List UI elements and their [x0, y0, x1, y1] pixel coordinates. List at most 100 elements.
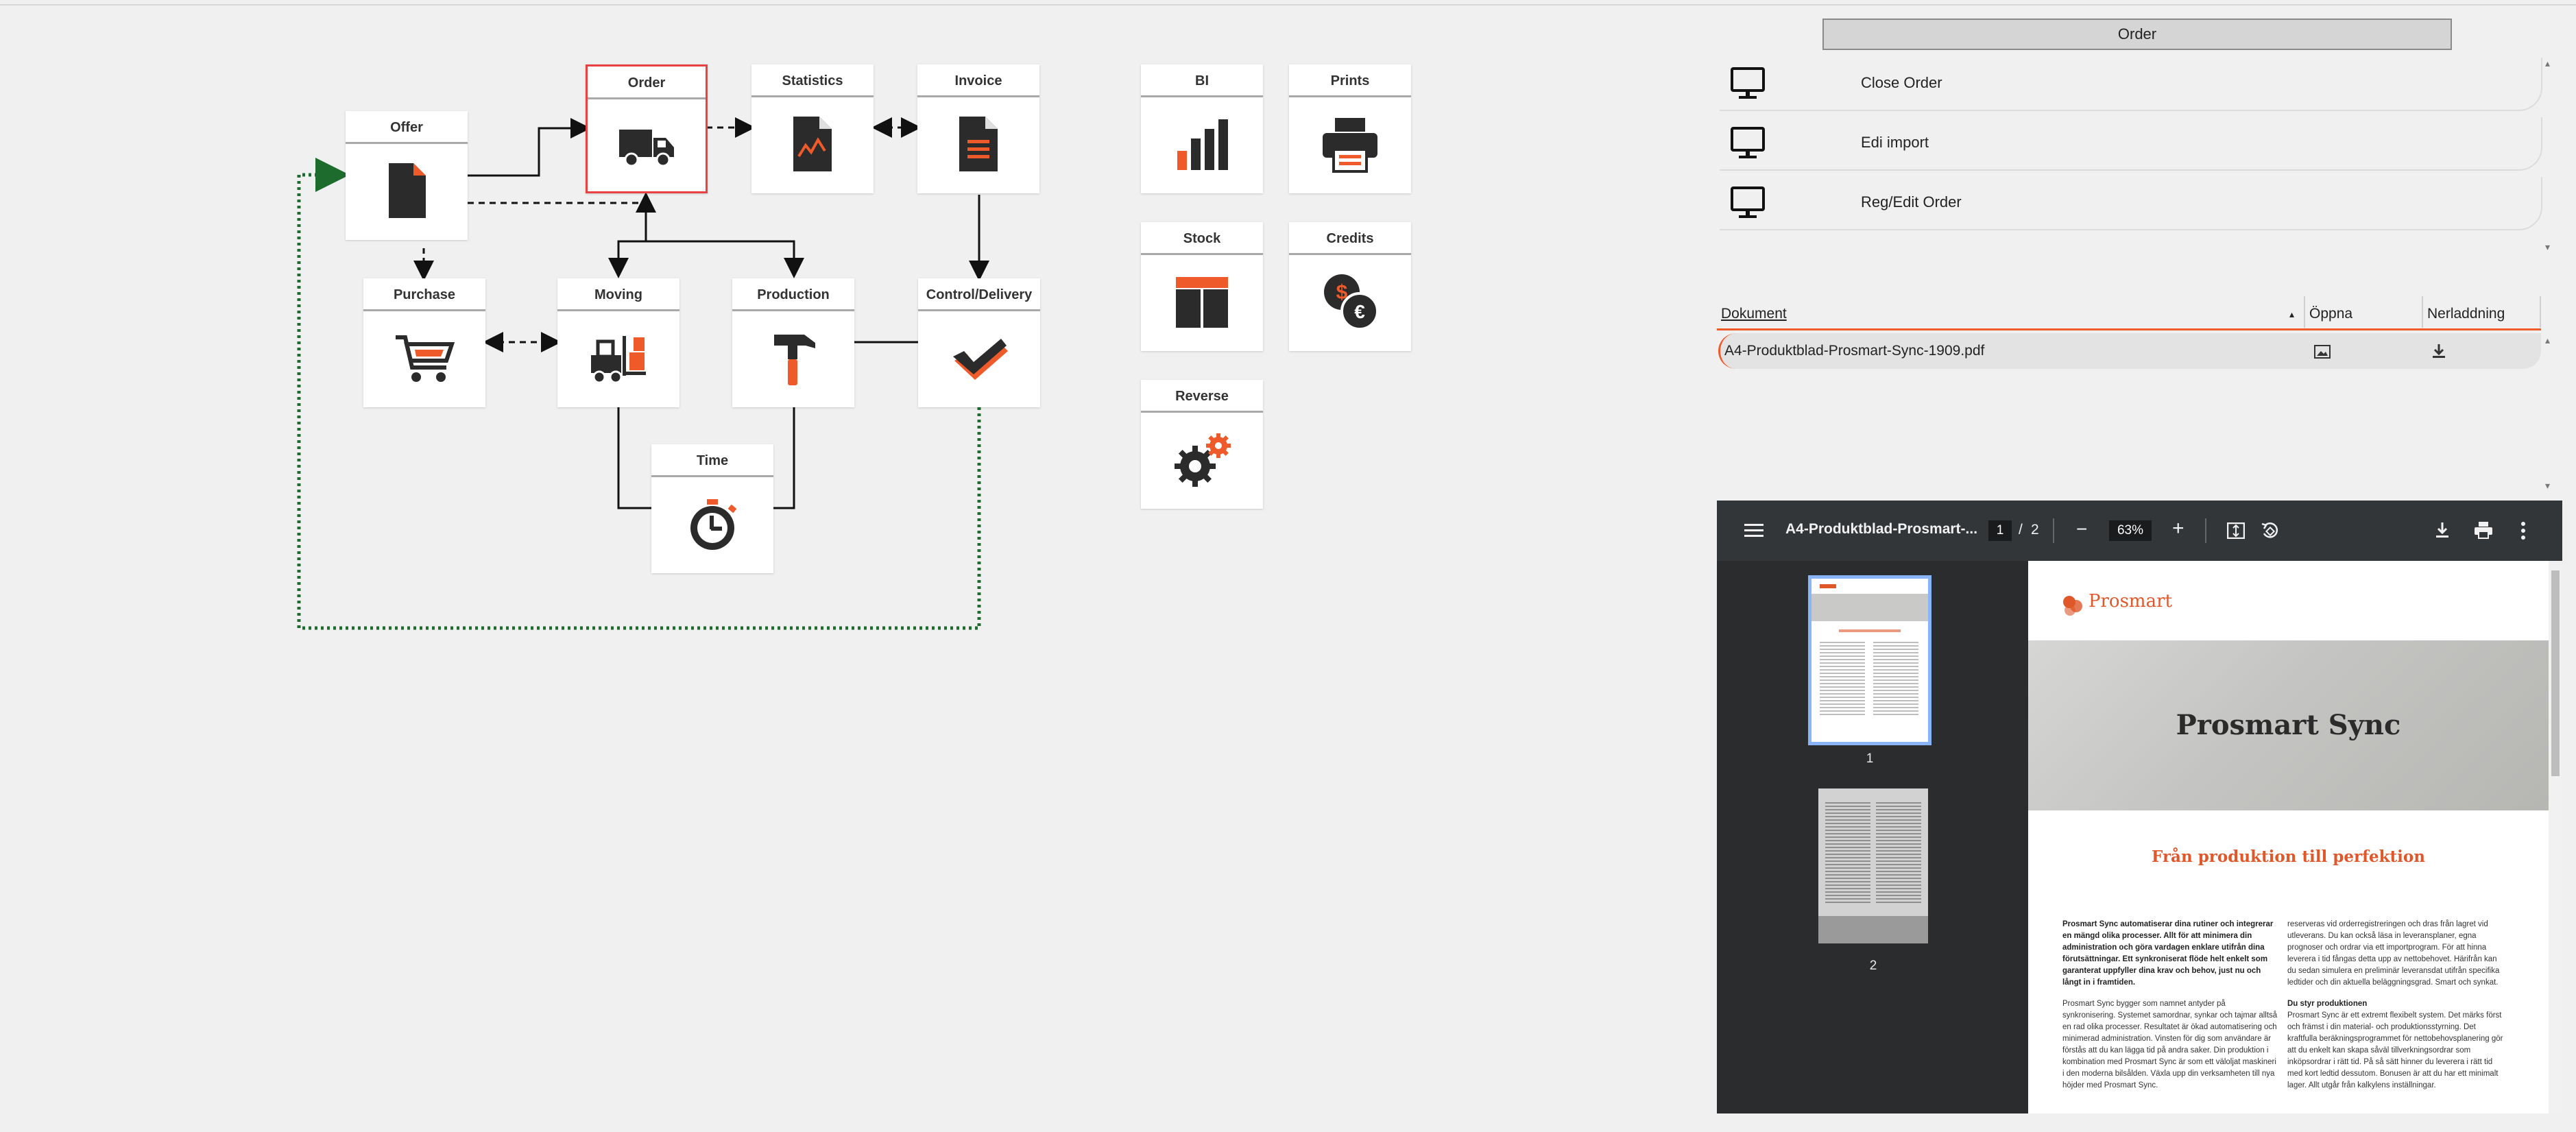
action-edi-import[interactable]: Edi import	[1720, 117, 2542, 171]
flow-connectors	[297, 117, 989, 630]
fit-page-icon[interactable]	[2227, 522, 2245, 539]
node-order-label: Order	[588, 67, 706, 99]
thumbnail-footer	[1818, 916, 1928, 943]
documents-scroll-down-icon[interactable]: ▾	[2545, 480, 2551, 491]
stock-box-icon	[1176, 277, 1228, 328]
pdf-doc-title: Prosmart Sync	[2176, 709, 2401, 741]
node-credits[interactable]: Credits $€	[1289, 222, 1411, 351]
node-time-label: Time	[651, 444, 773, 477]
pdf-left-column: Prosmart Sync automatiserar dina rutiner…	[2062, 919, 2279, 1101]
node-purchase[interactable]: Purchase	[363, 278, 485, 407]
download-icon[interactable]	[2434, 521, 2451, 539]
node-invoice-label: Invoice	[917, 64, 1039, 97]
column-dokument-label: Dokument	[1721, 306, 1787, 322]
document-icon	[389, 163, 426, 218]
node-moving[interactable]: Moving	[557, 278, 679, 407]
page-count: 2	[2031, 522, 2039, 538]
prosmart-logo-icon	[2063, 596, 2082, 616]
image-open-icon[interactable]	[2314, 344, 2331, 359]
forklift-icon	[591, 336, 646, 384]
pdf-scrollbar[interactable]	[2549, 561, 2562, 1113]
pdf-left-intro: Prosmart Sync automatiserar dina rutiner…	[2062, 920, 2274, 987]
process-flow-diagram: Offer Order Statistics Invoice Purchase …	[0, 0, 1440, 686]
monitor-icon	[1731, 67, 1765, 99]
thumbnail-text-col	[1876, 802, 1921, 905]
checkmark-icon	[953, 339, 1008, 380]
stopwatch-icon	[690, 499, 737, 550]
actions-scroll-down-icon[interactable]: ▾	[2545, 241, 2551, 252]
node-production[interactable]: Production	[732, 278, 854, 407]
invoice-icon	[959, 117, 998, 171]
zoom-input[interactable]: 63%	[2109, 520, 2152, 541]
node-reverse[interactable]: Reverse	[1141, 380, 1263, 509]
action-close-order[interactable]: Close Order	[1720, 58, 2542, 111]
thumbnail-subtitle	[1839, 629, 1901, 632]
thumbnail-hero	[1811, 594, 1928, 621]
pdf-viewer: A4-Produktblad-Prosmart-... 1 / 2 − 63% …	[1717, 501, 2562, 1113]
rotate-icon[interactable]	[2260, 521, 2279, 540]
currency-coins-icon: $€	[1324, 274, 1379, 330]
page-thumbnail-1[interactable]	[1808, 575, 1931, 745]
node-prints[interactable]: Prints	[1289, 64, 1411, 193]
node-offer-label: Offer	[346, 111, 468, 144]
pdf-doc-subtitle: Från produktion till perfektion	[2152, 847, 2425, 866]
node-prints-label: Prints	[1289, 64, 1411, 97]
zoom-out-icon[interactable]: −	[2076, 518, 2088, 540]
thumbnail-text-col	[1825, 802, 1870, 905]
node-moving-label: Moving	[557, 278, 679, 311]
node-order[interactable]: Order	[586, 64, 708, 193]
sort-asc-icon[interactable]: ▴	[2289, 309, 2294, 320]
thumbnail-logo	[1820, 584, 1836, 588]
column-dokument[interactable]: Dokument ▴	[1717, 296, 2305, 328]
page-number-input[interactable]: 1	[1988, 520, 2012, 541]
pdf-right-column: reserveras vid orderregistreringen och d…	[2287, 919, 2504, 1101]
toolbar-divider	[2205, 518, 2206, 543]
node-bi-label: BI	[1141, 64, 1263, 97]
shopping-cart-icon	[396, 335, 455, 382]
order-button[interactable]: Order	[1822, 19, 2452, 50]
pdf-right-body: Prosmart Sync är ett extremt flexibelt s…	[2287, 1011, 2503, 1089]
documents-scroll-up-icon[interactable]: ▴	[2545, 335, 2551, 346]
column-oppna[interactable]: Öppna	[2305, 296, 2423, 328]
node-statistics-label: Statistics	[751, 64, 874, 97]
node-reverse-label: Reverse	[1141, 380, 1263, 413]
node-offer[interactable]: Offer	[346, 111, 468, 240]
zoom-in-icon[interactable]: +	[2172, 517, 2184, 540]
thumbnail-text-col	[1873, 642, 1918, 717]
node-stock[interactable]: Stock	[1141, 222, 1263, 351]
toolbar-divider	[2053, 518, 2054, 543]
print-icon[interactable]	[2474, 521, 2493, 539]
monitor-icon	[1731, 186, 1765, 218]
table-row[interactable]: A4-Produktblad-Prosmart-Sync-1909.pdf	[1718, 333, 2541, 369]
node-statistics[interactable]: Statistics	[751, 64, 874, 193]
more-options-icon[interactable]	[2520, 521, 2526, 540]
column-nerladdning[interactable]: Nerladdning	[2423, 296, 2541, 328]
node-invoice[interactable]: Invoice	[917, 64, 1039, 193]
top-divider	[0, 4, 2576, 5]
action-reg-edit-order[interactable]: Reg/Edit Order	[1720, 177, 2542, 230]
download-icon[interactable]	[2431, 343, 2447, 359]
page-thumbnail-label: 2	[1869, 959, 1877, 973]
node-purchase-label: Purchase	[363, 278, 485, 311]
pdf-page-content: Prosmart Prosmart Sync Från produktion t…	[2028, 561, 2549, 1113]
node-control-delivery[interactable]: Control/Delivery	[918, 278, 1040, 407]
pdf-right-heading: Du styr produktionen	[2287, 1000, 2368, 1008]
pdf-right-intro: reserveras vid orderregistreringen och d…	[2287, 920, 2500, 987]
svg-text:$: $	[1336, 281, 1348, 304]
document-name: A4-Produktblad-Prosmart-Sync-1909.pdf	[1724, 343, 1985, 359]
svg-text:€: €	[1354, 301, 1365, 322]
node-credits-label: Credits	[1289, 222, 1411, 255]
bar-chart-icon	[1177, 119, 1228, 170]
printer-icon	[1323, 118, 1377, 173]
node-bi[interactable]: BI	[1141, 64, 1263, 193]
action-label: Close Order	[1861, 74, 1942, 91]
page-thumbnail-label: 1	[1866, 751, 1874, 766]
actions-scroll-up-icon[interactable]: ▴	[2545, 58, 2551, 69]
pdf-left-body: Prosmart Sync bygger som namnet antyder …	[2062, 1000, 2278, 1089]
node-time[interactable]: Time	[651, 444, 773, 573]
page-thumbnail-2[interactable]	[1818, 788, 1928, 943]
menu-icon[interactable]	[1744, 522, 1764, 539]
pdf-scrollbar-thumb[interactable]	[2551, 570, 2560, 776]
action-label: Edi import	[1861, 134, 1929, 151]
truck-icon	[619, 130, 674, 167]
